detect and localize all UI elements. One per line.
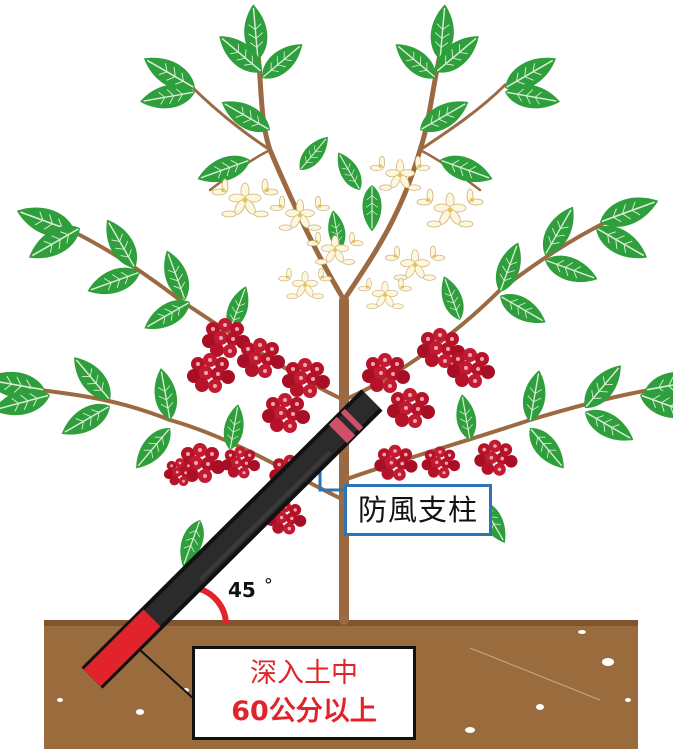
angle-degree-symbol: ° [264, 575, 273, 596]
wind-support-label: 防風支柱 [344, 484, 492, 536]
angle-value: 45 [228, 578, 256, 602]
depth-label-line1: 深入土中 [195, 655, 413, 693]
depth-label-line2: 60公分以上 [195, 693, 413, 731]
angle-arc [196, 588, 226, 624]
depth-label: 深入土中 60公分以上 [192, 646, 416, 740]
angle-label: 45 ° [228, 578, 273, 602]
